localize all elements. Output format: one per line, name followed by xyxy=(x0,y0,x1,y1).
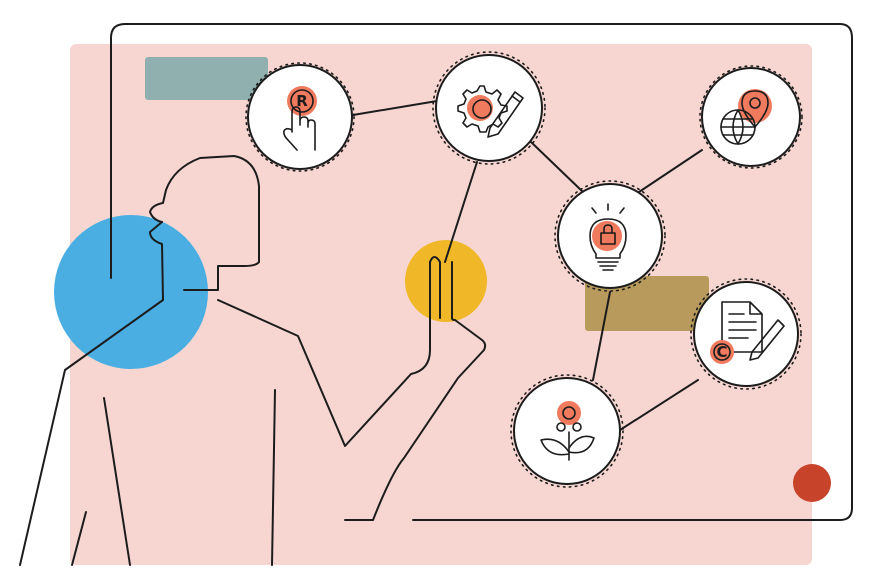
globe-pin-icon xyxy=(720,89,772,145)
yellow-disc xyxy=(405,240,487,322)
node-document: C xyxy=(690,278,802,390)
link-plant-document xyxy=(619,379,699,431)
person-torso-right xyxy=(271,389,276,566)
document-copyright-icon: C xyxy=(710,301,785,364)
teal-card xyxy=(145,57,268,100)
person-arm-left xyxy=(71,511,87,566)
lightbulb-lock-icon xyxy=(589,203,627,271)
person-torso-left xyxy=(103,397,131,566)
blue-disc xyxy=(54,215,208,369)
person-outline xyxy=(19,155,487,566)
olive-card xyxy=(585,276,709,331)
link-settings-hand xyxy=(444,161,478,263)
plant-icon xyxy=(540,401,595,461)
trademark-glyph: R xyxy=(296,92,308,110)
person-hand xyxy=(344,256,487,521)
person-neck-back xyxy=(19,221,164,566)
node-settings xyxy=(432,51,546,165)
node-trademark: R xyxy=(245,62,355,172)
connection-lines xyxy=(352,100,703,431)
gear-pencil-icon xyxy=(457,85,524,138)
link-idea-location xyxy=(638,149,703,193)
node-idea xyxy=(554,180,666,292)
copyright-glyph: C xyxy=(716,343,727,361)
link-trademark-settings xyxy=(352,100,438,116)
node-location xyxy=(699,65,803,169)
link-idea-plant xyxy=(592,291,611,381)
accent-dot xyxy=(793,464,831,502)
screen-frame xyxy=(110,23,853,521)
node-plant xyxy=(510,374,624,488)
link-settings-idea xyxy=(530,141,584,193)
trademark-touch-icon: R xyxy=(283,86,317,151)
person-shoulder-arm xyxy=(217,261,431,447)
person-head xyxy=(149,155,260,291)
